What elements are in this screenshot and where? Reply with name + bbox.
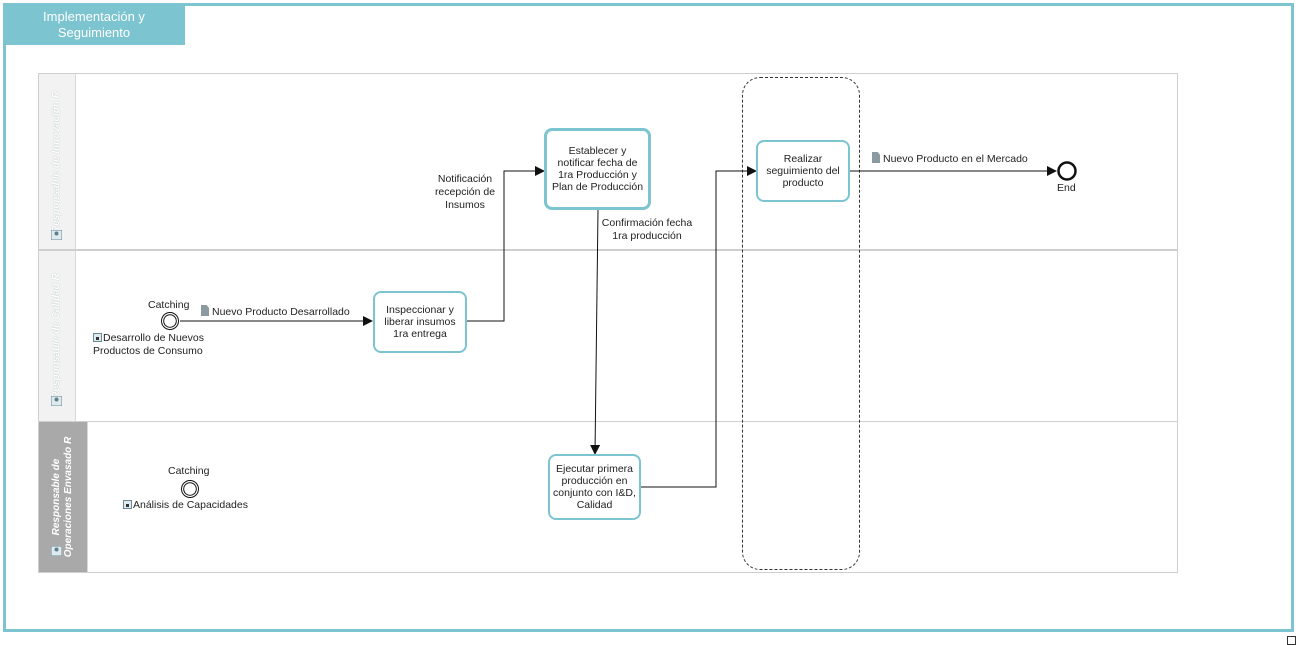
- subprocess-link-desarrollo-line2: Productos de Consumo: [93, 345, 203, 357]
- lane-header-calidad[interactable]: Responsable de Calidad R: [39, 251, 76, 421]
- catching-label-operaciones: Catching: [168, 465, 210, 477]
- flow-establecer-to-ejecutar[interactable]: [590, 209, 601, 455]
- catching-event-operaciones-inner: [183, 482, 197, 496]
- flow-label-confirmacion-2: 1ra producción: [612, 230, 682, 242]
- task-realizar-seguimiento[interactable]: Realizar seguimiento del producto: [756, 140, 850, 202]
- catching-label-calidad: Catching: [148, 299, 190, 311]
- task-establecer-label: Establecer y notificar fecha de 1ra Prod…: [551, 145, 644, 193]
- lane-person-icon-innovacion: [51, 230, 62, 240]
- document-icon: [201, 305, 209, 316]
- group-box[interactable]: [742, 77, 860, 570]
- task-ejecutar-label: Ejecutar primera producción en conjunto …: [553, 463, 636, 511]
- flow-label-confirmacion-1: Confirmación fecha: [601, 217, 693, 229]
- task-establecer-fecha[interactable]: Establecer y notificar fecha de 1ra Prod…: [544, 128, 651, 210]
- lane-innovacion: Responsable de Innovación R: [38, 73, 1178, 250]
- end-label: End: [1057, 182, 1076, 194]
- title-line-1: Implementación y: [43, 9, 145, 24]
- data-object-nuevo-desarrollado-label: Nuevo Producto Desarrollado: [212, 306, 350, 318]
- lane-operaciones: Responsable de Operaciones Envasado R: [38, 421, 1178, 573]
- task-ejecutar-produccion[interactable]: Ejecutar primera producción en conjunto …: [548, 454, 641, 520]
- expand-icon[interactable]: [1287, 636, 1296, 645]
- task-inspeccionar-label: Inspeccionar y liberar insumos 1ra entre…: [384, 304, 456, 340]
- subprocess-link-analisis-label: Análisis de Capacidades: [133, 499, 248, 511]
- lane-person-icon-calidad: [51, 396, 62, 406]
- data-object-nuevo-mercado-label: Nuevo Producto en el Mercado: [883, 153, 1028, 165]
- task-realizar-label: Realizar seguimiento del producto: [766, 153, 840, 189]
- flow-label-notificacion-1: Notificación: [437, 173, 493, 185]
- subprocess-icon: [93, 333, 102, 342]
- flow-ejecutar-to-realizar[interactable]: [641, 166, 757, 488]
- flow-label-confirmacion: Confirmación fecha 1ra producción: [597, 217, 697, 243]
- data-object-nuevo-desarrollado[interactable]: Nuevo Producto Desarrollado: [201, 305, 350, 319]
- flow-inspeccionar-to-establecer[interactable]: [467, 166, 545, 322]
- document-icon: [872, 152, 880, 163]
- diagram-title-tab[interactable]: Implementación y Seguimiento: [3, 3, 185, 45]
- lane-header-operaciones[interactable]: Responsable de Operaciones Envasado R: [39, 422, 88, 572]
- title-line-2: Seguimiento: [57, 25, 131, 40]
- diagram-frame: [3, 3, 1294, 632]
- lane-person-icon-operaciones: [51, 546, 62, 556]
- subprocess-link-desarrollo[interactable]: Desarrollo de Nuevos Productos de Consum…: [93, 332, 204, 358]
- subprocess-icon: [123, 500, 132, 509]
- subprocess-link-desarrollo-line1: Desarrollo de Nuevos: [103, 332, 204, 344]
- end-event[interactable]: [1057, 161, 1077, 181]
- flow-label-notificacion-3: Insumos: [445, 199, 485, 211]
- lane-header-innovacion[interactable]: Responsable de Innovación R: [39, 74, 76, 249]
- data-object-nuevo-mercado[interactable]: Nuevo Producto en el Mercado: [872, 152, 1028, 166]
- subprocess-link-analisis[interactable]: Análisis de Capacidades: [123, 499, 248, 512]
- catching-event-calidad-inner: [163, 314, 177, 328]
- flow-label-notificacion: Notificación recepción de Insumos: [430, 173, 500, 212]
- task-inspeccionar[interactable]: Inspeccionar y liberar insumos 1ra entre…: [373, 291, 467, 353]
- flow-label-notificacion-2: recepción de: [434, 186, 496, 198]
